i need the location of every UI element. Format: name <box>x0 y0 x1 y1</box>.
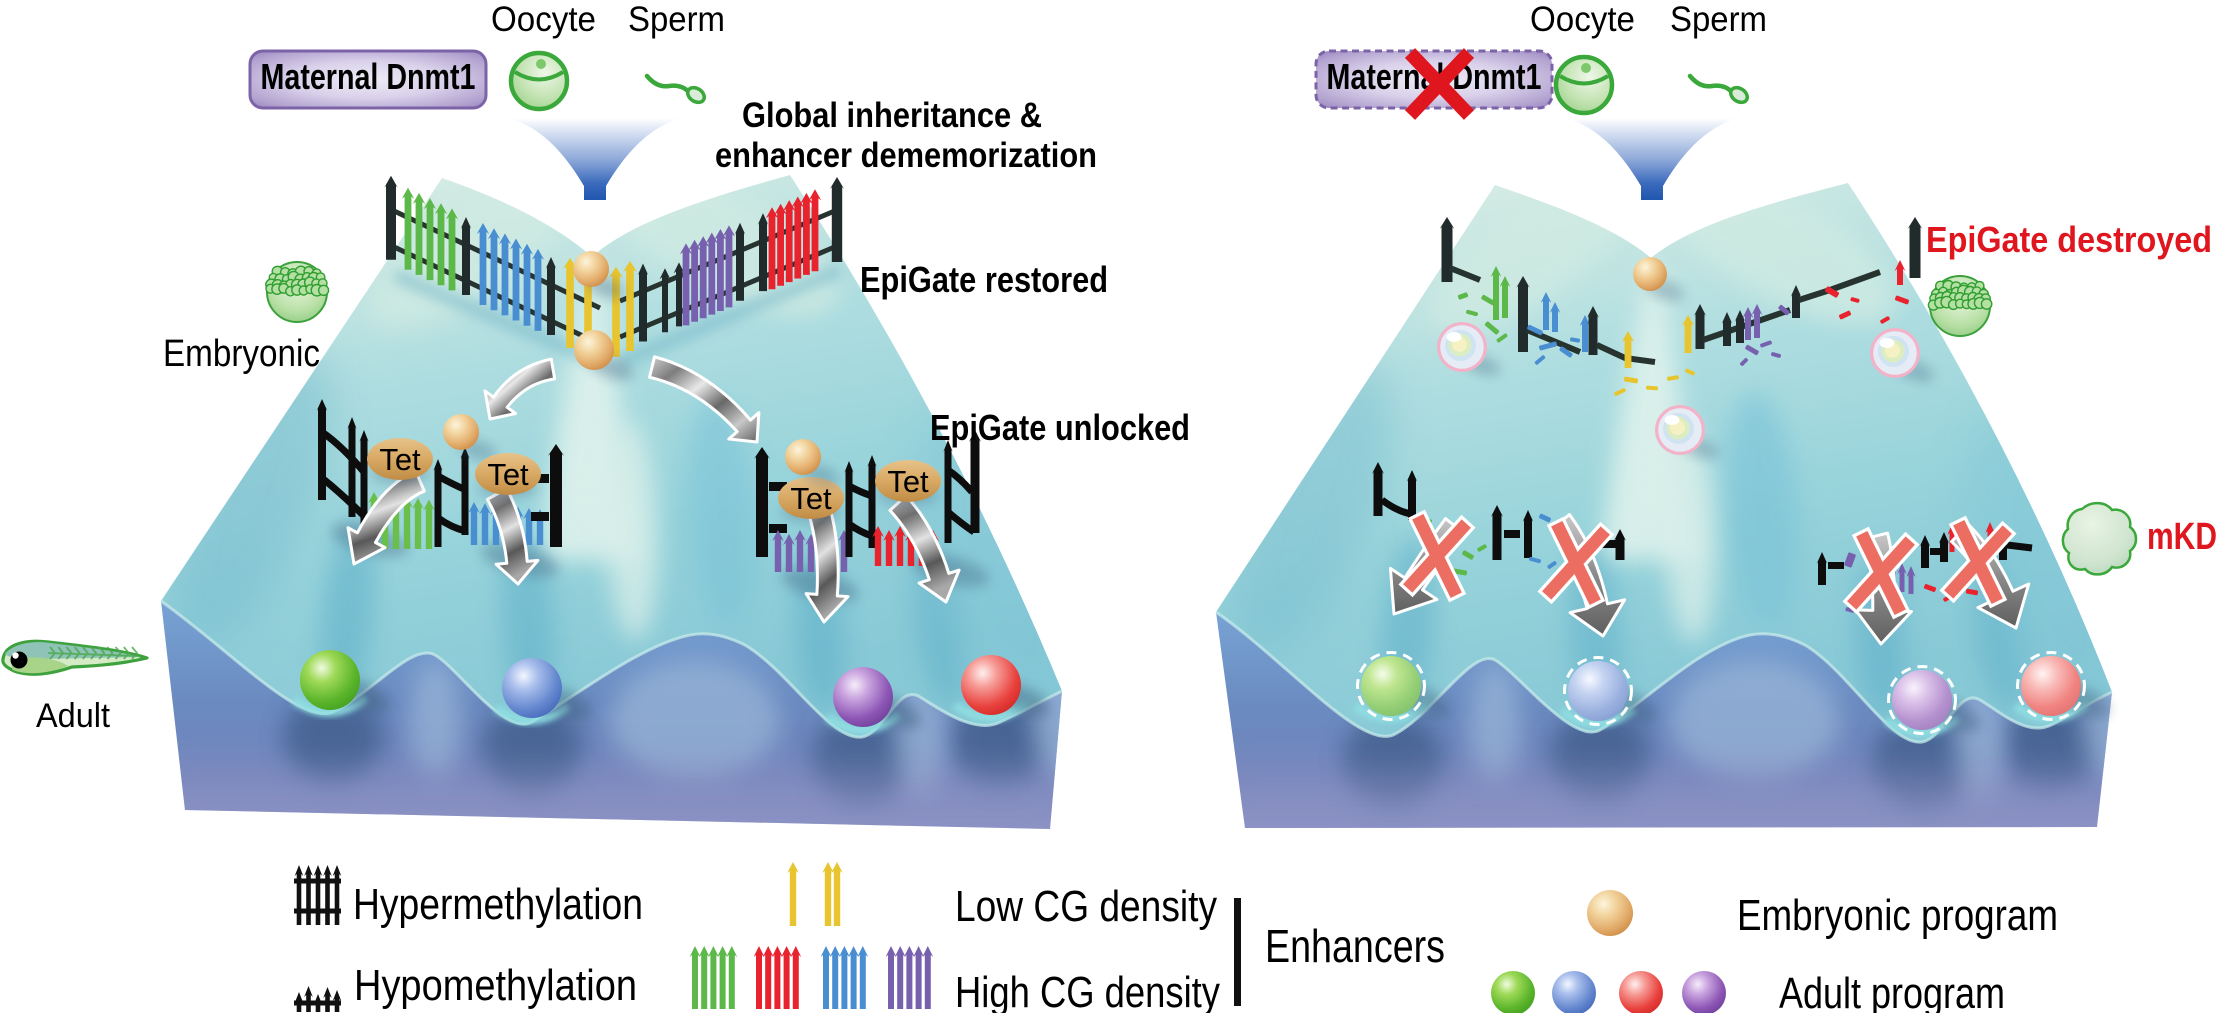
svg-text:High CG density: High CG density <box>955 968 1220 1013</box>
svg-text:Adult: Adult <box>36 697 111 735</box>
svg-text:Embryonic program: Embryonic program <box>1737 891 2058 940</box>
svg-text:Oocyte: Oocyte <box>1530 0 1635 39</box>
svg-text:Embryonic: Embryonic <box>163 333 320 375</box>
svg-text:enhancer dememorization: enhancer dememorization <box>715 136 1097 175</box>
svg-text:EpiGate restored: EpiGate restored <box>860 259 1108 300</box>
svg-text:EpiGate unlocked: EpiGate unlocked <box>930 407 1190 448</box>
svg-text:EpiGate destroyed: EpiGate destroyed <box>1926 219 2212 260</box>
svg-text:Tet: Tet <box>379 442 421 477</box>
svg-text:Tet: Tet <box>487 457 529 492</box>
svg-text:Sperm: Sperm <box>1670 0 1767 39</box>
svg-text:Tet: Tet <box>887 464 929 499</box>
svg-text:Low CG density: Low CG density <box>955 882 1217 931</box>
svg-text:mKD: mKD <box>2147 516 2217 558</box>
svg-text:Adult program: Adult program <box>1779 969 2005 1013</box>
svg-text:Global inheritance &: Global inheritance & <box>742 96 1042 135</box>
svg-text:Sperm: Sperm <box>628 0 725 39</box>
svg-text:Maternal Dnmt1: Maternal Dnmt1 <box>261 56 476 97</box>
svg-text:Oocyte: Oocyte <box>491 0 596 39</box>
svg-text:Enhancers: Enhancers <box>1265 920 1445 972</box>
svg-text:Hypomethylation: Hypomethylation <box>354 961 637 1010</box>
svg-text:Hypermethylation: Hypermethylation <box>353 880 643 929</box>
svg-text:Tet: Tet <box>790 481 832 516</box>
